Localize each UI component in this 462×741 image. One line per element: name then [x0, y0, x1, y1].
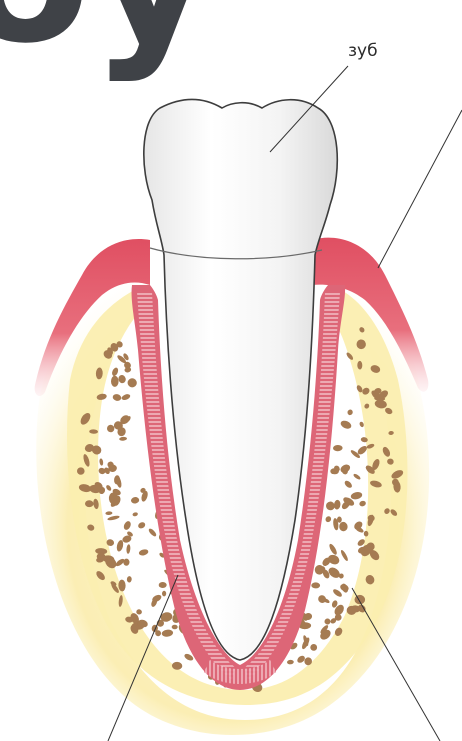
bone-spot: [122, 520, 132, 531]
bone-spot: [148, 527, 158, 537]
bone-spot: [126, 377, 138, 389]
bone-spot: [99, 458, 104, 466]
bone-spot: [118, 374, 127, 384]
bone-spot: [327, 565, 342, 580]
bone-spot: [132, 512, 138, 517]
bone-spot: [136, 609, 143, 615]
bone-spot: [333, 445, 343, 452]
bone-spot: [310, 644, 317, 651]
bone-spot: [119, 437, 127, 441]
bone-spot: [123, 559, 129, 566]
bone-spot: [324, 515, 332, 523]
bone-spot: [138, 548, 149, 556]
bone-spot: [131, 496, 140, 504]
bone-spot: [317, 594, 328, 605]
label-tooth: зуб: [348, 41, 378, 61]
bone-spot: [162, 591, 166, 597]
bone-spot: [287, 660, 294, 665]
bone-spot: [359, 500, 367, 507]
bone-spot: [311, 582, 320, 588]
heading-fragment: oy: [0, 0, 214, 85]
bone-spot: [350, 491, 363, 500]
bone-spot: [340, 549, 349, 562]
bone-spot: [172, 625, 178, 630]
bone-spot: [161, 629, 173, 637]
bone-spot: [105, 511, 112, 515]
bone-spot: [339, 583, 350, 593]
bone-spot: [107, 424, 115, 432]
bone-spot: [121, 393, 131, 401]
bone-spot: [112, 393, 122, 401]
bone-spot: [347, 409, 354, 416]
bone-spot: [159, 582, 167, 588]
bone-spot: [126, 544, 131, 554]
bone-spot: [116, 539, 124, 552]
bone-spot: [339, 521, 348, 531]
bone-spot: [328, 543, 338, 556]
bone-spot: [323, 617, 331, 625]
bone-spot: [137, 521, 146, 530]
bone-spot: [111, 376, 119, 387]
bone-spot: [343, 479, 353, 489]
bone-spot: [107, 515, 120, 521]
bone-spot: [105, 484, 112, 492]
pointer-gum: [378, 110, 462, 268]
bone-spot: [127, 576, 132, 583]
bone-spot: [339, 419, 352, 430]
bone-spot: [353, 473, 362, 481]
bone-spot: [327, 553, 341, 566]
bone-spot: [111, 367, 119, 377]
